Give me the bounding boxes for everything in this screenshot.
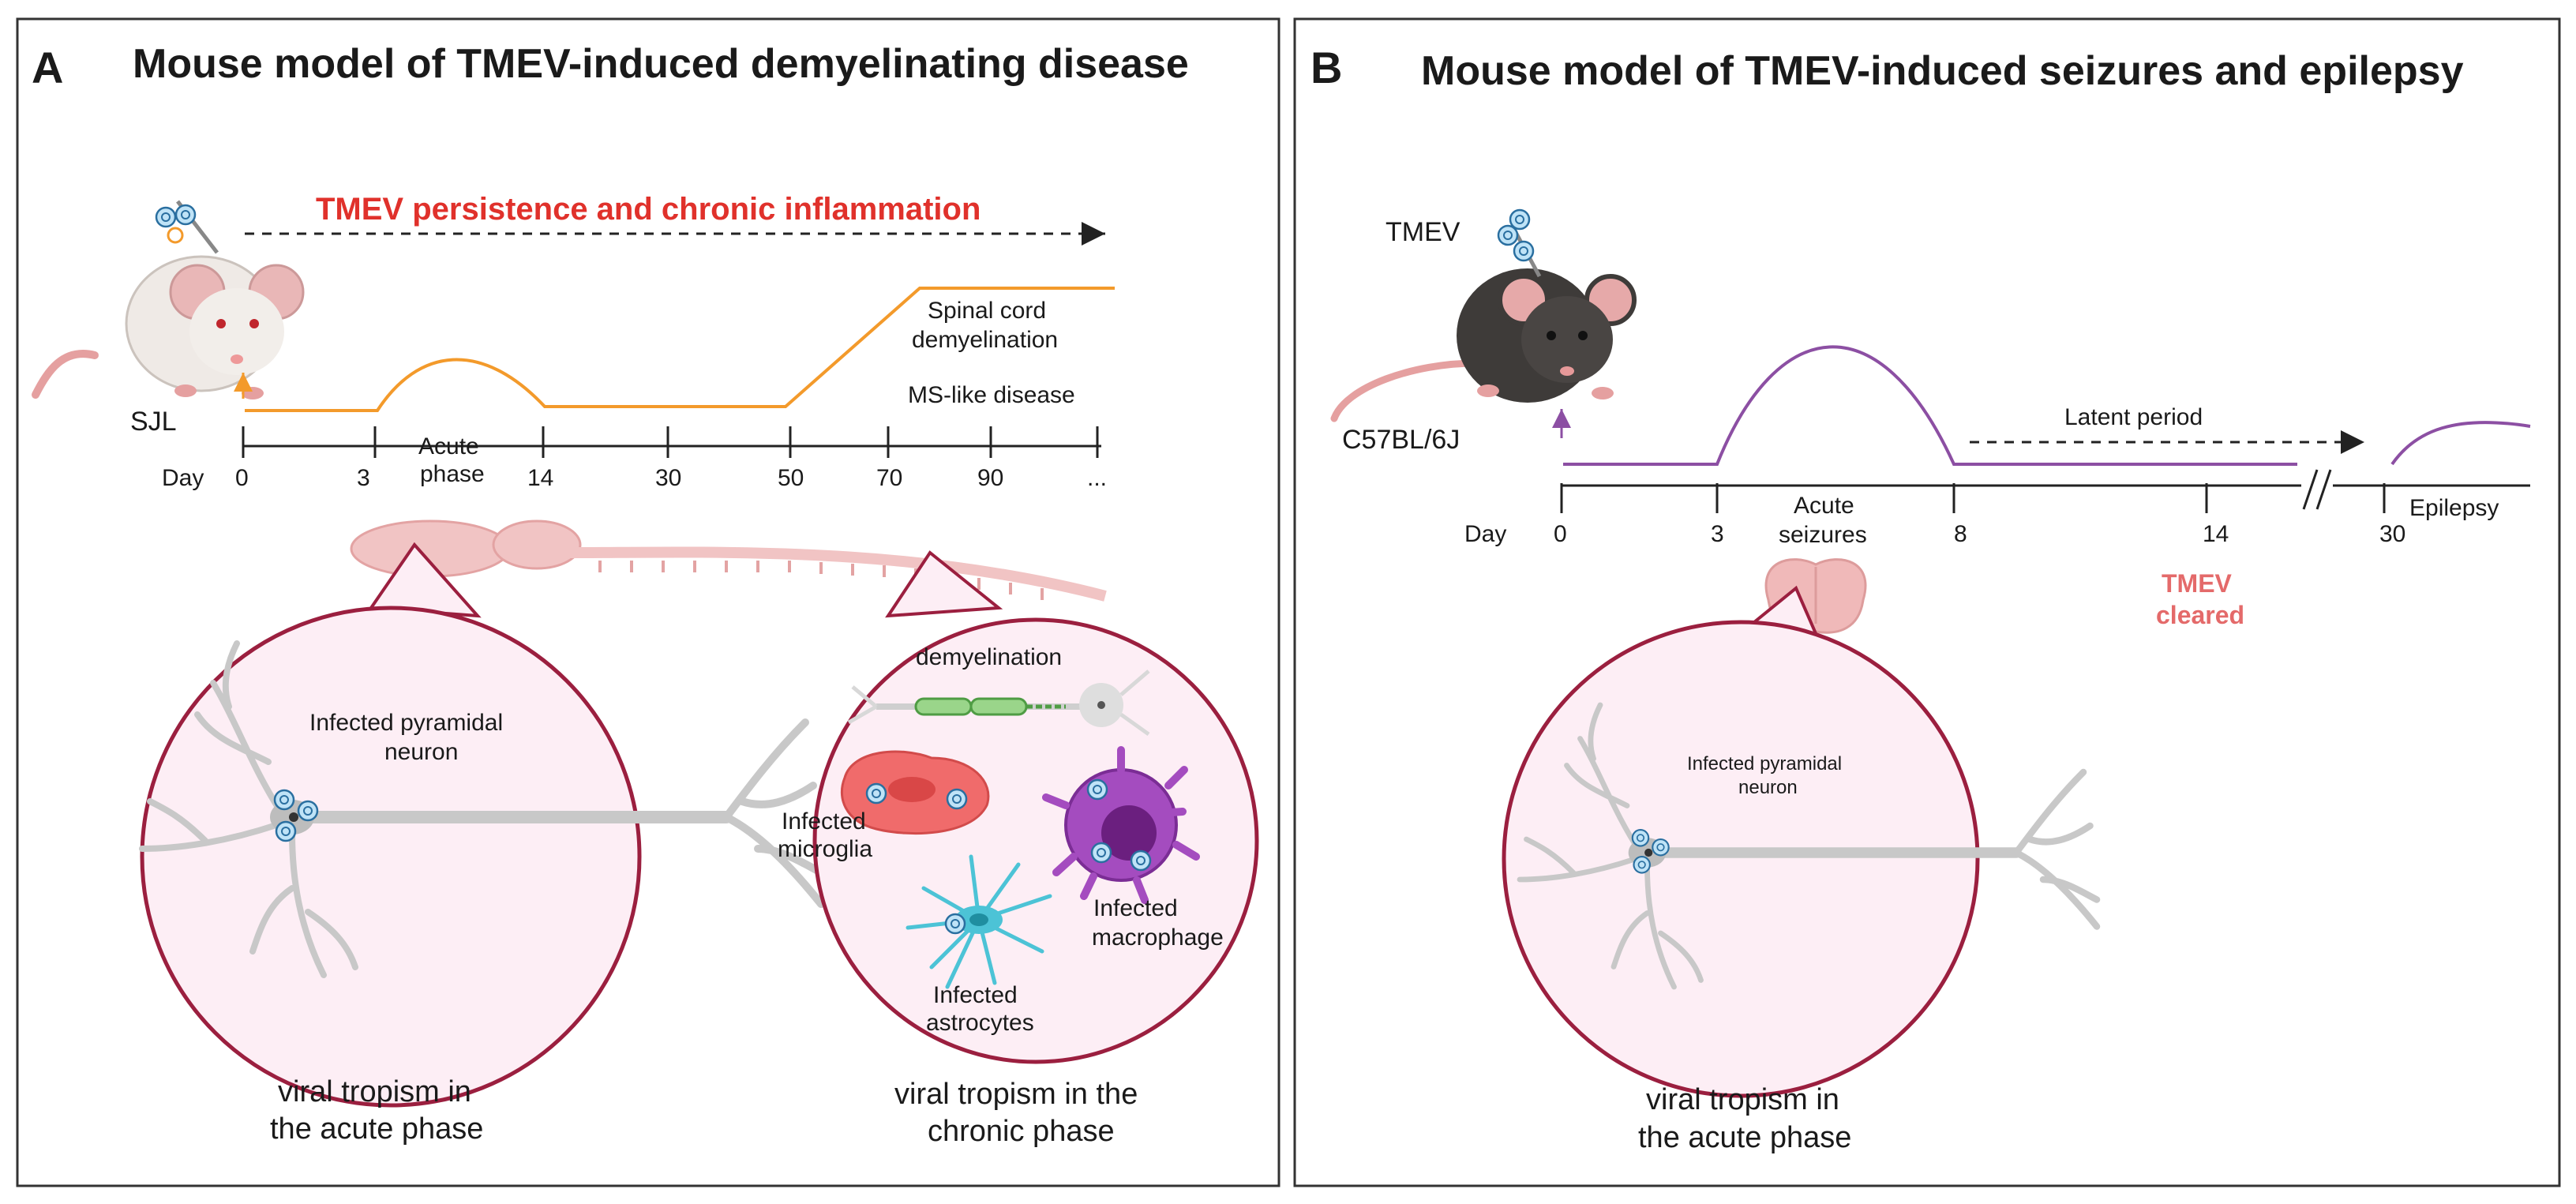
tick-a-50: 50 bbox=[778, 465, 804, 491]
caption-acute-a-2: the acute phase bbox=[270, 1112, 483, 1146]
panel-b-frame bbox=[1293, 17, 2561, 1187]
pyramidal-neuron-label-a-1: Infected pyramidal bbox=[309, 710, 503, 736]
acute-seizures-label-1: Acute bbox=[1794, 493, 1854, 519]
pyramidal-neuron-label-a-2: neuron bbox=[384, 739, 458, 765]
c57-label: C57BL/6J bbox=[1342, 425, 1460, 455]
microglia-icon bbox=[840, 750, 990, 835]
microglia-label-1: Infected bbox=[782, 808, 866, 835]
acute-circle-b bbox=[1502, 620, 1980, 1098]
macrophage-label-1: Infected bbox=[1093, 895, 1178, 921]
acute-phase-label-2: phase bbox=[420, 461, 485, 487]
seizure-course-line bbox=[1563, 345, 2297, 466]
spinal-cord-label-2: demyelination bbox=[912, 327, 1058, 353]
panel-b-letter: B bbox=[1310, 43, 1342, 92]
tmev-cleared-label-2: cleared bbox=[2156, 601, 2244, 629]
caption-acute-b-1: viral tropism in bbox=[1646, 1083, 1839, 1116]
epilepsy-course-line bbox=[2390, 421, 2531, 466]
tick-b-14: 14 bbox=[2203, 521, 2229, 547]
macrophage-label-2: macrophage bbox=[1092, 925, 1224, 951]
tick-a-30: 30 bbox=[655, 465, 681, 491]
timeline-axis-a bbox=[242, 426, 1101, 458]
tick-a-14: 14 bbox=[527, 465, 553, 491]
sjl-label: SJL bbox=[130, 407, 177, 437]
c57-mouse-icon bbox=[1330, 208, 1637, 422]
demyelination-label: demyelination bbox=[916, 644, 1062, 670]
caption-acute-b-2: the acute phase bbox=[1638, 1121, 1851, 1154]
panel-b-title: Mouse model of TMEV-induced seizures and… bbox=[1421, 48, 2464, 94]
astrocytes-label-2: astrocytes bbox=[926, 1010, 1034, 1036]
ms-like-label: MS-like disease bbox=[908, 382, 1075, 408]
acute-phase-label-1: Acute bbox=[418, 433, 479, 459]
persistence-label: TMEV persistence and chronic inflammatio… bbox=[316, 192, 981, 227]
pyramidal-neuron-label-b-2: neuron bbox=[1738, 777, 1798, 798]
caption-chronic-a-2: chronic phase bbox=[928, 1115, 1115, 1148]
chronic-callout-a bbox=[885, 550, 1003, 618]
epilepsy-label: Epilepsy bbox=[2409, 495, 2499, 521]
panel-a-title: Mouse model of TMEV-induced demyelinatin… bbox=[133, 41, 1189, 87]
latent-period-label: Latent period bbox=[2064, 404, 2203, 430]
tick-a-ellipsis: ... bbox=[1087, 465, 1107, 491]
acute-seizures-label-2: seizures bbox=[1779, 522, 1867, 548]
tick-a-0: 0 bbox=[235, 465, 249, 491]
disease-course-line bbox=[245, 287, 1115, 412]
tmev-cleared-label-1: TMEV bbox=[2162, 569, 2233, 598]
day-label-a: Day bbox=[162, 465, 204, 491]
chronic-circle-a bbox=[812, 617, 1259, 1064]
tmev-label-b: TMEV bbox=[1385, 217, 1460, 247]
acute-circle-a bbox=[140, 606, 642, 1108]
astrocytes-label-1: Infected bbox=[933, 982, 1018, 1008]
macrophage-icon bbox=[1042, 746, 1200, 904]
panel-a-letter: A bbox=[32, 43, 63, 92]
tick-b-0: 0 bbox=[1554, 521, 1567, 547]
astrocyte-icon bbox=[906, 854, 1052, 989]
sjl-mouse-icon bbox=[32, 200, 305, 399]
tick-b-30: 30 bbox=[2379, 521, 2405, 547]
tick-a-70: 70 bbox=[876, 465, 902, 491]
caption-acute-a-1: viral tropism in bbox=[278, 1075, 471, 1108]
day-label-b: Day bbox=[1464, 521, 1506, 547]
tick-a-90: 90 bbox=[977, 465, 1003, 491]
tick-a-3: 3 bbox=[357, 465, 370, 491]
spinal-cord-label-1: Spinal cord bbox=[928, 298, 1046, 324]
demyelinated-axon-icon bbox=[847, 670, 1150, 737]
tick-b-8: 8 bbox=[1954, 521, 1967, 547]
pyramidal-neuron-label-b-1: Infected pyramidal bbox=[1687, 753, 1842, 775]
brain-spinal-cord-icon bbox=[350, 519, 1107, 602]
panel-a-frame bbox=[16, 17, 1281, 1187]
caption-chronic-a-1: viral tropism in the bbox=[894, 1078, 1138, 1111]
microglia-label-2: microglia bbox=[778, 836, 872, 862]
timeline-axis-b bbox=[1560, 469, 2530, 513]
tick-b-3: 3 bbox=[1711, 521, 1724, 547]
